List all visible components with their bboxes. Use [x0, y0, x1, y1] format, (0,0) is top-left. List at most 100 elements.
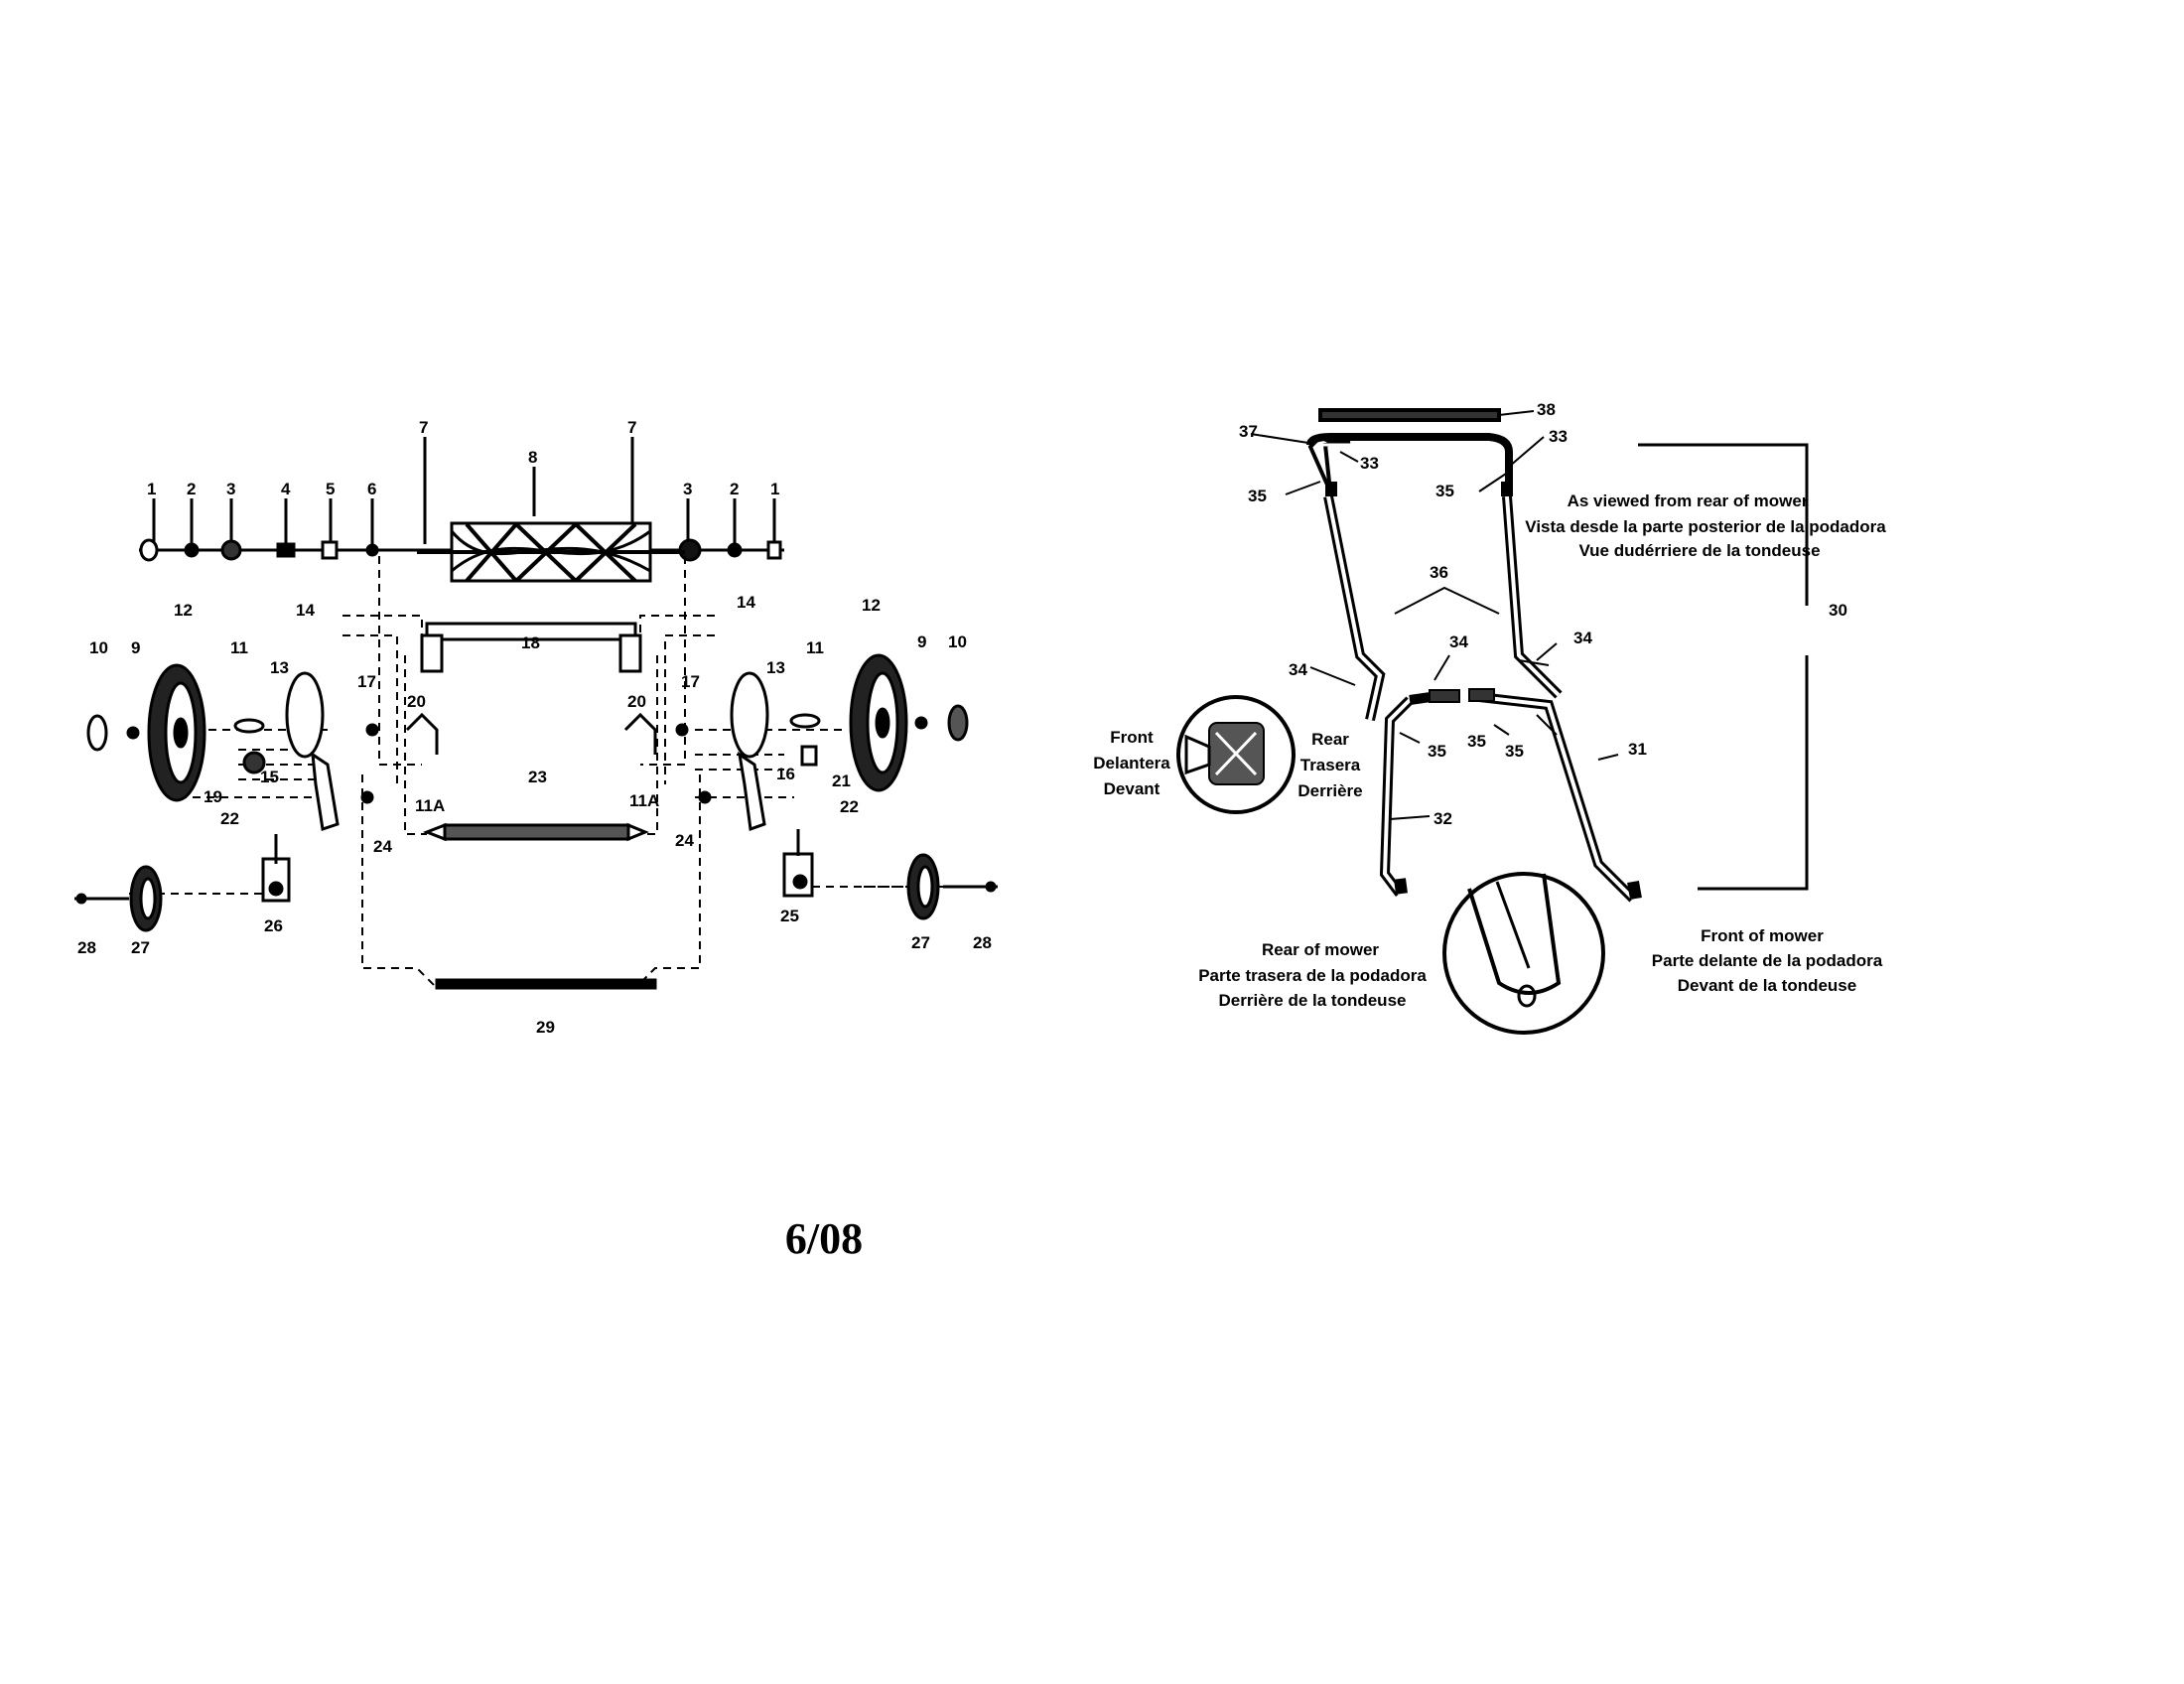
right-callout-labels: 37 38 33 33 35 35 30 36 34 34 34 35 35 3…: [1239, 400, 1847, 828]
callout-9: 9: [131, 638, 140, 657]
note-inset-front-es: Delantera: [1093, 754, 1170, 772]
note-inset-front-en: Front: [1110, 728, 1154, 747]
callout-4: 4: [281, 480, 291, 498]
callout-14: 14: [737, 593, 755, 612]
callout-29: 29: [536, 1018, 555, 1037]
callout-16: 16: [776, 765, 795, 783]
callout-24: 24: [675, 831, 694, 850]
left-assembly-drawing: [74, 437, 998, 990]
callout-30: 30: [1829, 601, 1847, 620]
callout-19: 19: [204, 787, 222, 806]
callout-33: 33: [1360, 454, 1379, 473]
reel: [417, 521, 685, 583]
inset-detail-tube-end: [1442, 872, 1605, 1035]
left-small-wheel: [129, 865, 163, 932]
lower-bar: [422, 822, 649, 842]
note-inset-rear-es: Trasera: [1300, 756, 1361, 774]
callout-35: 35: [1505, 742, 1524, 761]
handle-notes: As viewed from rear of mower Vista desde…: [1093, 491, 1886, 1010]
callout-13: 13: [270, 658, 289, 677]
callout-35: 35: [1428, 742, 1446, 761]
callout-10: 10: [89, 638, 108, 657]
callout-32: 32: [1433, 809, 1452, 828]
note-viewed-es: Vista desde la parte posterior de la pod…: [1525, 517, 1886, 536]
callout-27: 27: [911, 933, 930, 952]
callout-7: 7: [419, 418, 428, 437]
callout-35: 35: [1435, 482, 1454, 500]
callout-10: 10: [948, 632, 967, 651]
inset-detail-front-rear: [1176, 695, 1296, 814]
callout-12: 12: [174, 601, 193, 620]
callout-3: 3: [683, 480, 692, 498]
callout-5: 5: [326, 480, 335, 498]
callout-35: 35: [1248, 487, 1267, 505]
callout-11A: 11A: [629, 791, 659, 810]
handle-grip: [1318, 408, 1501, 422]
note-inset-rear-fr: Derrière: [1297, 781, 1362, 800]
callout-17: 17: [357, 672, 376, 691]
callout-12: 12: [862, 596, 881, 615]
callout-36: 36: [1430, 563, 1448, 582]
callout-7: 7: [627, 418, 636, 437]
left-callout-labels: 1 2 3 4 5 6 7 8 7 3 2 1 10 9 12 14 11 13…: [77, 418, 992, 1037]
left-wheel: [147, 663, 206, 802]
callout-31: 31: [1628, 740, 1647, 759]
callout-20: 20: [627, 692, 646, 711]
callout-2: 2: [730, 480, 739, 498]
callout-28: 28: [77, 938, 96, 957]
note-front-es: Parte delante de la podadora: [1652, 951, 1883, 970]
callout-15: 15: [260, 768, 279, 786]
callout-22: 22: [220, 809, 239, 828]
callout-34: 34: [1289, 660, 1307, 679]
callout-1: 1: [770, 480, 779, 498]
callout-24: 24: [373, 837, 392, 856]
callout-25: 25: [780, 907, 799, 925]
callout-33: 33: [1549, 427, 1568, 446]
callout-9: 9: [917, 632, 926, 651]
callout-37: 37: [1239, 422, 1258, 441]
callout-23: 23: [528, 768, 547, 786]
right-bracket: [782, 829, 814, 898]
note-viewed-en: As viewed from rear of mower: [1568, 491, 1809, 510]
callout-18: 18: [521, 633, 540, 652]
callout-11: 11: [230, 638, 248, 657]
callout-6: 6: [367, 480, 376, 498]
callout-1: 1: [147, 480, 156, 498]
left-side-plate: [285, 671, 340, 831]
callout-11A: 11A: [415, 796, 445, 815]
callout-34: 34: [1449, 632, 1468, 651]
note-inset-rear-en: Rear: [1311, 730, 1349, 749]
callout-38: 38: [1537, 400, 1556, 419]
left-bracket: [261, 834, 291, 903]
callout-26: 26: [264, 916, 283, 935]
callout-11: 11: [806, 638, 824, 657]
callout-28: 28: [973, 933, 992, 952]
right-side-plate: [730, 671, 769, 832]
note-front-en: Front of mower: [1701, 926, 1824, 945]
right-wheel: [849, 653, 908, 792]
note-inset-front-fr: Devant: [1104, 779, 1160, 798]
note-rear-es: Parte trasera de la podadora: [1198, 966, 1427, 985]
page-footer-date: 6/08: [784, 1214, 864, 1263]
callout-35: 35: [1467, 732, 1486, 751]
callout-8: 8: [528, 448, 537, 467]
callout-27: 27: [131, 938, 150, 957]
callout-14: 14: [296, 601, 315, 620]
callout-13: 13: [766, 658, 785, 677]
right-handle-drawing: [1176, 408, 1809, 1035]
note-viewed-fr: Vue dudérriere de la tondeuse: [1578, 541, 1820, 560]
callout-22: 22: [840, 797, 859, 816]
callout-2: 2: [187, 480, 196, 498]
note-rear-en: Rear of mower: [1262, 940, 1379, 959]
right-small-wheel: [906, 853, 940, 920]
callout-17: 17: [681, 672, 700, 691]
note-front-fr: Devant de la tondeuse: [1678, 976, 1856, 995]
roller-bar: [420, 622, 642, 673]
callout-20: 20: [407, 692, 426, 711]
callout-34: 34: [1573, 629, 1592, 647]
note-rear-fr: Derrière de la tondeuse: [1219, 991, 1407, 1010]
bottom-blade: [435, 978, 657, 990]
callout-21: 21: [832, 772, 851, 790]
callout-3: 3: [226, 480, 235, 498]
